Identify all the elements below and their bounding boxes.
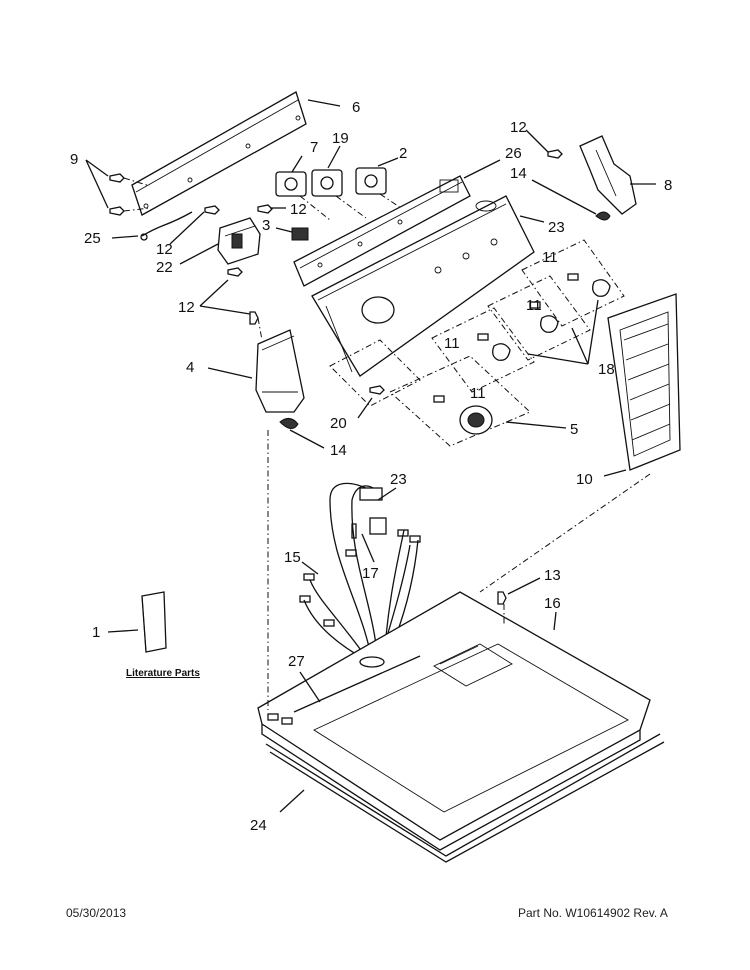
callout-1: 1 xyxy=(92,624,100,641)
callout-6: 6 xyxy=(352,99,360,116)
callout-17: 17 xyxy=(362,565,379,582)
callout-11-d: 11 xyxy=(470,385,486,402)
part-clip-lower xyxy=(279,418,299,429)
callout-11-b: 11 xyxy=(526,297,542,314)
callout-7: 7 xyxy=(310,139,318,156)
part-strip xyxy=(293,655,421,713)
part-top-cabinet xyxy=(257,591,651,851)
footer-part-number: Part No. W10614902 Rev. A xyxy=(518,906,668,920)
part-control-board xyxy=(293,175,471,287)
callout-21: 22 xyxy=(156,259,173,276)
part-screw-20 xyxy=(369,385,385,395)
part-end-cap xyxy=(255,329,305,413)
callout-18: 18 xyxy=(598,361,615,378)
callout-8: 8 xyxy=(664,177,672,194)
part-wire-clip xyxy=(140,211,193,241)
part-rear-bracket xyxy=(131,91,307,216)
part-screws-12 xyxy=(204,204,273,341)
callout-15: 15 xyxy=(284,549,301,566)
callout-labels: 6 9 25 12 22 7 19 2 12 3 12 26 12 14 8 2… xyxy=(70,99,672,834)
part-lint-filter xyxy=(607,293,681,471)
part-connector xyxy=(291,227,309,241)
callout-12-c: 12 xyxy=(178,299,195,316)
callout-16: 16 xyxy=(544,595,561,612)
part-gasket xyxy=(265,733,665,863)
callout-12-a: 12 xyxy=(156,241,173,258)
footer-date: 05/30/2013 xyxy=(66,906,127,920)
part-knobs xyxy=(329,239,625,447)
callout-23: 23 xyxy=(548,219,565,236)
part-switch-block xyxy=(217,217,261,265)
callout-19: 19 xyxy=(332,130,349,147)
literature-parts-label: Literature Parts xyxy=(126,668,200,679)
part-clip-upper xyxy=(595,211,611,221)
callout-3: 3 xyxy=(262,217,270,234)
part-right-bracket xyxy=(547,135,637,215)
callout-24: 24 xyxy=(250,817,267,834)
leader-lines xyxy=(85,99,656,813)
callout-2: 2 xyxy=(399,145,407,162)
part-wire-harness xyxy=(299,482,421,661)
callout-9: 9 xyxy=(70,151,78,168)
part-controls-top xyxy=(275,167,411,221)
callout-10: 10 xyxy=(576,471,593,488)
callout-25: 25 xyxy=(84,230,101,247)
callout-14-b: 14 xyxy=(330,442,347,459)
callout-14-a: 14 xyxy=(510,165,527,182)
callout-12-b: 12 xyxy=(290,201,307,218)
part-screws-left xyxy=(109,173,151,216)
callout-20: 20 xyxy=(330,415,347,432)
part-console-panel xyxy=(311,195,535,377)
callout-12-d: 12 xyxy=(510,119,527,136)
callout-27: 27 xyxy=(288,653,305,670)
callout-26: 26 xyxy=(505,145,522,162)
callout-5: 5 xyxy=(570,421,578,438)
callout-22: 23 xyxy=(390,471,407,488)
callout-11-a: 11 xyxy=(542,249,558,266)
part-literature xyxy=(141,591,167,653)
callout-11-c: 11 xyxy=(444,335,460,352)
part-screw-13 xyxy=(497,591,507,605)
callout-4: 4 xyxy=(186,359,194,376)
assembly-lines xyxy=(267,430,651,710)
callout-13: 13 xyxy=(544,567,561,584)
